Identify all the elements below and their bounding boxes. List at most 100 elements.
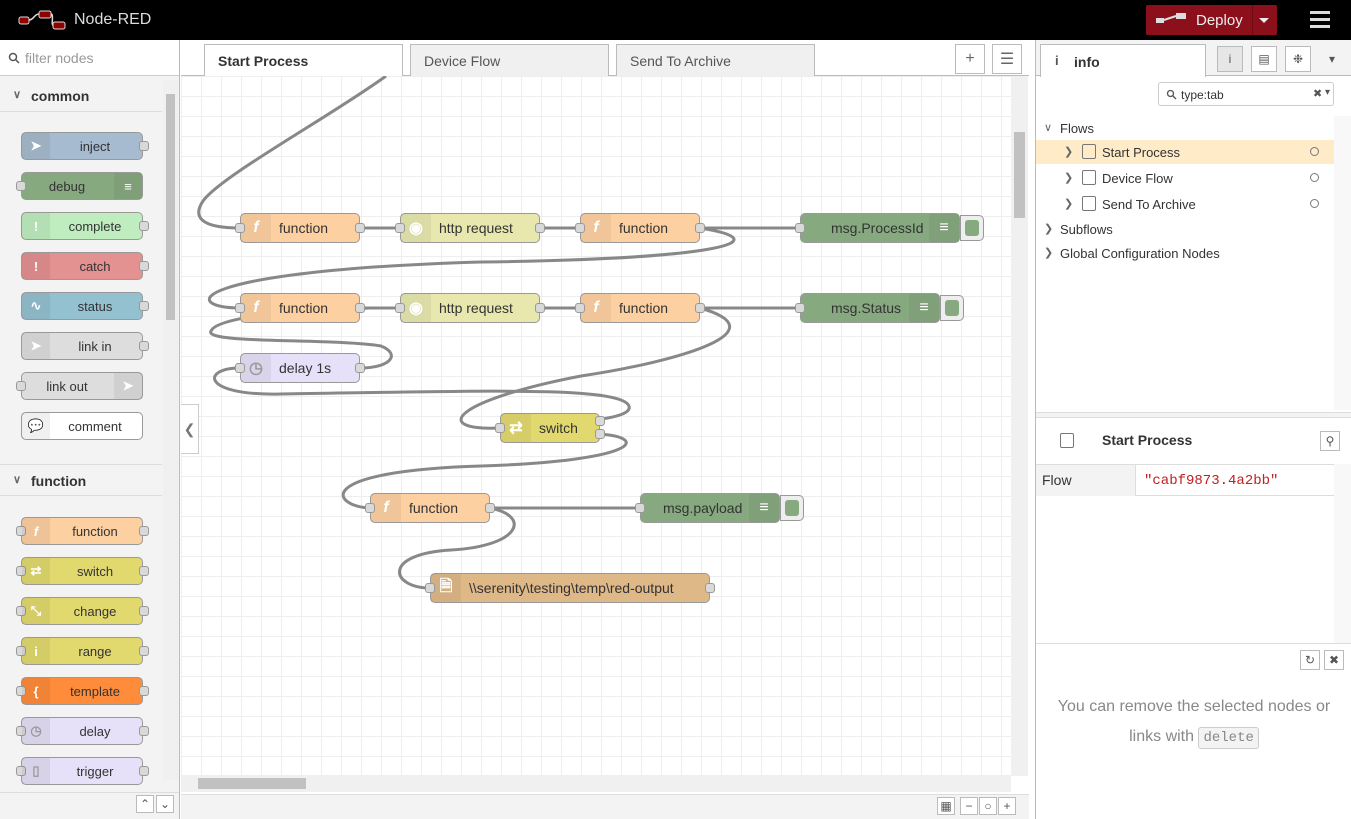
flow-node-function[interactable]: f function (370, 493, 490, 523)
palette-node-function[interactable]: f function (16, 517, 149, 545)
tree-item-device-flow[interactable]: ❯ Device Flow (1036, 166, 1334, 190)
info-search-input[interactable]: type:tab ✖ ▾ (1158, 82, 1334, 106)
flow-node-function[interactable]: f function (240, 293, 360, 323)
tree-item-start-process[interactable]: ❯ Start Process (1036, 140, 1334, 164)
palette-filter[interactable]: filter nodes (0, 40, 179, 76)
chevron-right-icon: ❯ (1064, 146, 1074, 158)
properties-scrollbar[interactable] (1334, 464, 1351, 644)
palette-node-comment[interactable]: 💬 comment (21, 412, 143, 440)
flow-node-file-out[interactable]: 🗎 \\serenity\testing\temp\red-output (430, 573, 710, 603)
tab-start-process[interactable]: Start Process (204, 44, 403, 77)
info-tree-scrollbar[interactable] (1334, 116, 1351, 410)
workspace-horizontal-scrollbar[interactable] (181, 775, 1011, 792)
deploy-menu-caret-icon[interactable] (1259, 18, 1269, 23)
flow-node-delay[interactable]: ◷ delay 1s (240, 353, 360, 383)
tree-item-global-config[interactable]: ❯ Global Configuration Nodes (1044, 246, 1220, 261)
tab-device-flow[interactable]: Device Flow (410, 44, 609, 76)
deploy-button[interactable]: Deploy (1146, 5, 1277, 35)
palette-node-link-out[interactable]: link out ➤ (16, 372, 143, 400)
inject-icon: ➤ (22, 133, 50, 159)
palette-node-range[interactable]: i range (16, 637, 149, 665)
expand-all-icon[interactable]: ⌄ (156, 795, 174, 813)
status-dot-icon (1310, 147, 1319, 156)
zoom-reset-icon[interactable]: ○ (979, 797, 997, 815)
property-key: Flow (1036, 465, 1136, 496)
palette-node-switch[interactable]: ⇄ switch (16, 557, 149, 585)
flow-node-debug[interactable]: msg.payload ≡ (640, 493, 780, 523)
function-icon: f (371, 494, 401, 522)
help-book-icon[interactable]: ▤ (1251, 46, 1277, 72)
tree-item-subflows[interactable]: ❯ Subflows (1044, 222, 1113, 237)
tree-item-flows[interactable]: ∨ Flows (1044, 121, 1094, 136)
flow-node-function[interactable]: f function (580, 213, 700, 243)
zoom-out-icon[interactable]: − (960, 797, 978, 815)
palette-node-trigger[interactable]: ▯ trigger (16, 757, 149, 785)
flow-icon (1082, 196, 1096, 211)
property-value[interactable]: "cabf9873.4a2bb" (1144, 473, 1279, 489)
palette-node-inject[interactable]: ➤ inject (21, 132, 149, 160)
debug-toggle-button[interactable] (780, 495, 804, 521)
debug-bug-icon[interactable]: ❉ (1285, 46, 1311, 72)
flow-node-debug[interactable]: msg.ProcessId ≡ (800, 213, 960, 243)
tab-send-to-archive[interactable]: Send To Archive (616, 44, 815, 76)
link-out-icon: ➤ (114, 373, 142, 399)
flow-node-http-request[interactable]: ◉ http request (400, 293, 540, 323)
close-icon[interactable]: ✖ (1324, 650, 1344, 670)
workspace[interactable]: f function ◉ http request f function msg… (181, 76, 1029, 794)
sidebar-menu-caret-icon[interactable]: ▾ (1328, 52, 1336, 66)
debug-toggle-button[interactable] (940, 295, 964, 321)
search-options-caret-icon[interactable]: ▾ (1325, 87, 1331, 98)
function-icon: f (22, 518, 50, 544)
palette-category-common[interactable]: ∨ common (0, 80, 162, 112)
navigator-map-icon[interactable]: ▦ (937, 797, 955, 815)
refresh-icon[interactable]: ↻ (1300, 650, 1320, 670)
palette-node-template[interactable]: { template (16, 677, 149, 705)
deploy-separator (1252, 5, 1253, 35)
palette-node-delay[interactable]: ◷ delay (16, 717, 149, 745)
add-flow-icon[interactable]: + (955, 44, 985, 74)
flow-node-debug[interactable]: msg.Status ≡ (800, 293, 940, 323)
wire (207, 226, 736, 310)
palette-node-complete[interactable]: ! complete (21, 212, 149, 240)
debug-icon: ≡ (929, 214, 959, 242)
palette-node-link-in[interactable]: ➤ link in (21, 332, 149, 360)
change-icon: ⤡ (22, 598, 50, 624)
palette-scrollbar[interactable] (163, 80, 178, 780)
tree-item-send-to-archive[interactable]: ❯ Send To Archive (1036, 192, 1334, 216)
palette-toggle-chevron-left-icon[interactable]: ❮ (181, 404, 199, 454)
workspace-vertical-scrollbar[interactable] (1011, 76, 1028, 776)
flow-node-function[interactable]: f function (580, 293, 700, 323)
palette-node-status[interactable]: ∿ status (21, 292, 149, 320)
wire (459, 306, 731, 430)
flow-node-switch[interactable]: ⇄ switch (500, 413, 600, 443)
node-red-logo: Node-RED (18, 9, 151, 31)
trigger-icon: ▯ (22, 758, 50, 784)
palette-node-debug[interactable]: debug ≡ (16, 172, 143, 200)
status-dot-icon (1310, 173, 1319, 182)
debug-toggle-button[interactable] (960, 215, 984, 241)
flow-node-function[interactable]: f function (240, 213, 360, 243)
search-icon[interactable]: ⚲ (1320, 431, 1340, 451)
palette-node-change[interactable]: ⤡ change (16, 597, 149, 625)
list-flows-icon[interactable]: ☰ (992, 44, 1022, 74)
node-red-logo-icon (18, 10, 66, 30)
chevron-down-icon: ∨ (13, 89, 22, 101)
tip-code: delete (1198, 727, 1259, 749)
status-dot-icon (1310, 199, 1319, 208)
chevron-right-icon: ❯ (1044, 223, 1054, 235)
sidebar-tab-info[interactable]: i info (1040, 44, 1206, 77)
collapse-all-icon[interactable]: ⌃ (136, 795, 154, 813)
complete-icon: ! (22, 213, 50, 239)
palette-node-catch[interactable]: ! catch (21, 252, 149, 280)
flow-canvas[interactable]: f function ◉ http request f function msg… (181, 76, 1011, 776)
flow-node-http-request[interactable]: ◉ http request (400, 213, 540, 243)
palette-category-function[interactable]: ∨ function (0, 464, 162, 496)
sidebar-splitter[interactable] (1036, 412, 1351, 418)
deploy-icon (1156, 13, 1186, 23)
clear-search-icon[interactable]: ✖ (1313, 88, 1323, 100)
zoom-in-icon[interactable]: + (998, 797, 1016, 815)
main-menu-icon[interactable] (1310, 11, 1330, 29)
info-tab-icon[interactable]: i (1217, 46, 1243, 72)
function-icon: f (581, 294, 611, 322)
debug-icon: ≡ (749, 494, 779, 522)
